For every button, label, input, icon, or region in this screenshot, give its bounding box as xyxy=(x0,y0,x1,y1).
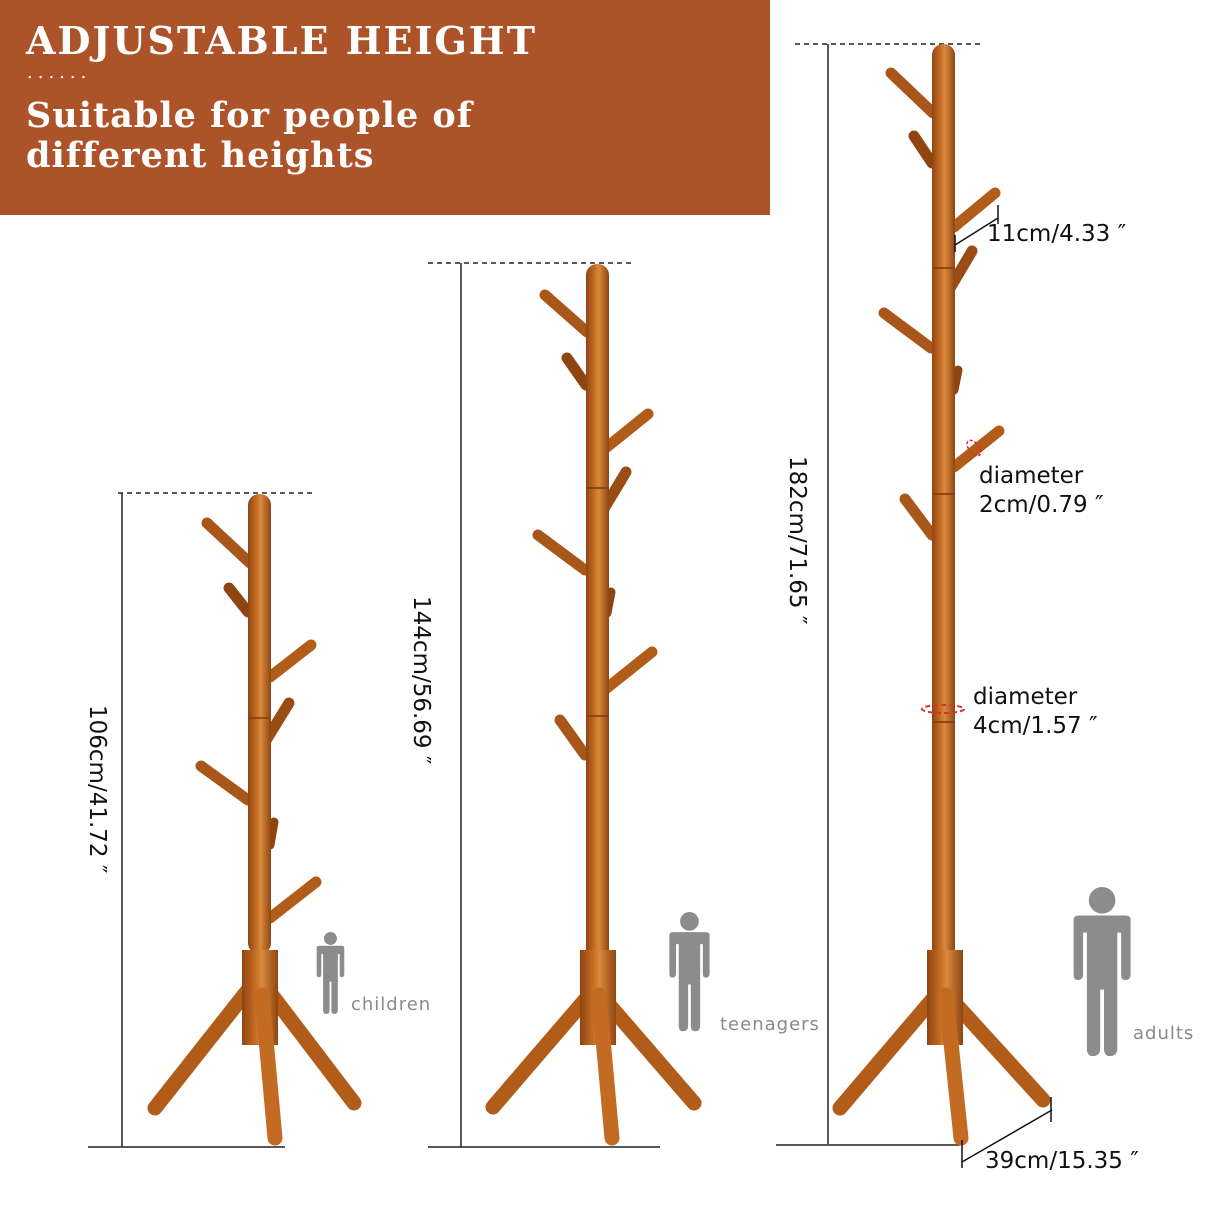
banner-subtitle-line2: different heights xyxy=(26,135,375,176)
banner-dots-divider: ...... xyxy=(27,62,92,83)
stand-small xyxy=(88,492,362,1148)
pole-diameter-value: 4cm/1.57 ″ xyxy=(973,713,1098,739)
person-icon-teenagers xyxy=(669,912,710,1032)
hook-length-label: 11cm/4.33 ″ xyxy=(987,221,1127,247)
person-icon-adults xyxy=(1073,887,1131,1057)
banner-subtitle-line1: Suitable for people of xyxy=(26,95,473,136)
person-icon-children xyxy=(316,932,345,1014)
pole-diameter-title: diameter xyxy=(973,684,1078,710)
header-banner: ADJUSTABLE HEIGHT ...... Suitable for pe… xyxy=(0,0,770,215)
height-label-large: 182cm/71.65 ″ xyxy=(784,456,810,625)
base-width-label: 39cm/15.35 ″ xyxy=(985,1148,1139,1174)
person-label-children: children xyxy=(351,994,432,1015)
banner-subtitle: Suitable for people of different heights xyxy=(26,96,473,176)
height-label-small: 106cm/41.72 ″ xyxy=(84,705,110,874)
hook-diameter-title: diameter xyxy=(979,463,1084,489)
pole-diameter-ring xyxy=(921,704,965,714)
base-width-dimension-line xyxy=(961,1109,1053,1163)
banner-title: ADJUSTABLE HEIGHT xyxy=(26,18,537,63)
height-label-medium: 144cm/56.69 ″ xyxy=(408,596,434,765)
hook-diameter-value: 2cm/0.79 ″ xyxy=(979,492,1104,518)
person-label-teenagers: teenagers xyxy=(720,1014,820,1035)
stand-large xyxy=(776,43,1053,1168)
hook-length-dimension-line xyxy=(954,217,999,246)
hook-diameter-ring xyxy=(966,439,982,457)
person-label-adults: adults xyxy=(1133,1023,1195,1044)
stand-medium xyxy=(428,262,702,1148)
